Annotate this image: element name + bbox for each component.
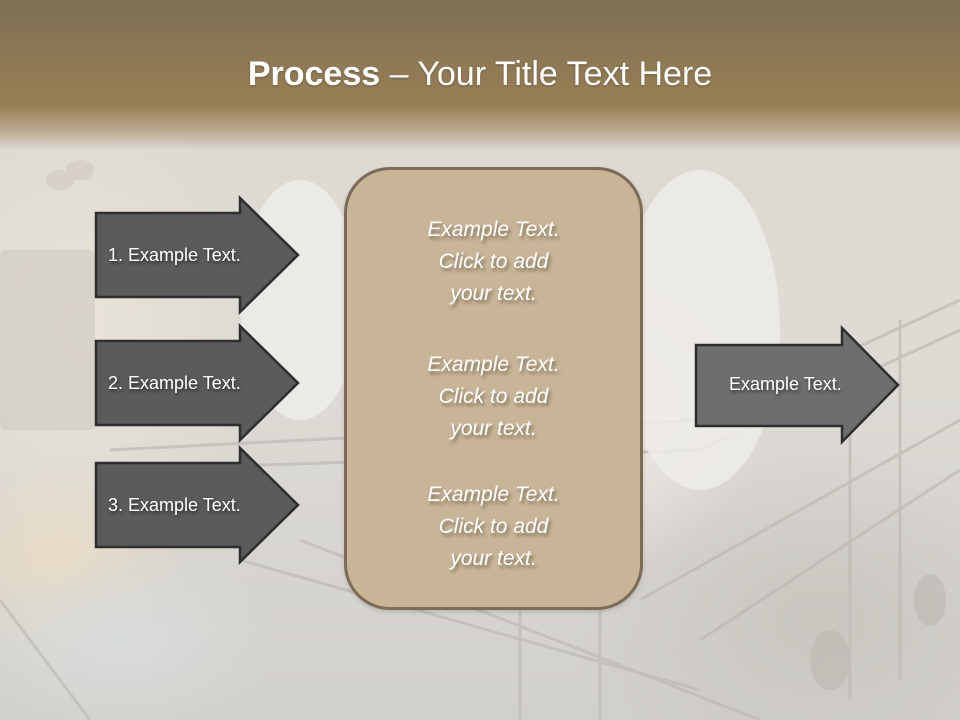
process-step-arrow-2[interactable]: 2. Example Text. xyxy=(94,323,300,443)
center-text-panel[interactable]: Example Text. Click to add your text. Ex… xyxy=(344,167,643,610)
panel-block-1-line-3: your text. xyxy=(450,282,537,305)
result-label: Example Text. xyxy=(729,374,842,394)
panel-block-2-line-2: Click to add xyxy=(438,385,549,408)
right-arrow-shape-icon xyxy=(694,324,900,446)
slide-title[interactable]: Process – Your Title Text Here xyxy=(0,52,960,96)
title-rest: – Your Title Text Here xyxy=(380,55,713,93)
panel-block-3-line-3: your text. xyxy=(450,547,537,570)
panel-block-2-line-3: your text. xyxy=(450,417,537,440)
panel-block-3-line-2: Click to add xyxy=(438,515,549,538)
panel-text-block-1[interactable]: Example Text. Click to add your text. xyxy=(347,214,640,310)
result-arrow[interactable]: Example Text. xyxy=(694,324,900,446)
panel-block-1-line-2: Click to add xyxy=(438,250,549,273)
process-step-arrow-3[interactable]: 3. Example Text. xyxy=(94,445,300,565)
panel-block-1-line-1: Example Text. xyxy=(427,218,560,241)
panel-text-block-2[interactable]: Example Text. Click to add your text. xyxy=(347,349,640,445)
title-bold: Process xyxy=(247,55,381,93)
title-band xyxy=(0,0,960,150)
step-1-label: 1. Example Text. xyxy=(108,245,241,265)
panel-text-block-3[interactable]: Example Text. Click to add your text. xyxy=(347,479,640,575)
right-arrow-shape-icon xyxy=(94,195,300,315)
process-step-arrow-1[interactable]: 1. Example Text. xyxy=(94,195,300,315)
panel-block-2-line-1: Example Text. xyxy=(427,353,560,376)
right-arrow-shape-icon xyxy=(94,445,300,565)
right-arrow-shape-icon xyxy=(94,323,300,443)
step-3-label: 3. Example Text. xyxy=(108,495,241,515)
step-2-label: 2. Example Text. xyxy=(108,373,241,393)
panel-block-3-line-1: Example Text. xyxy=(427,483,560,506)
